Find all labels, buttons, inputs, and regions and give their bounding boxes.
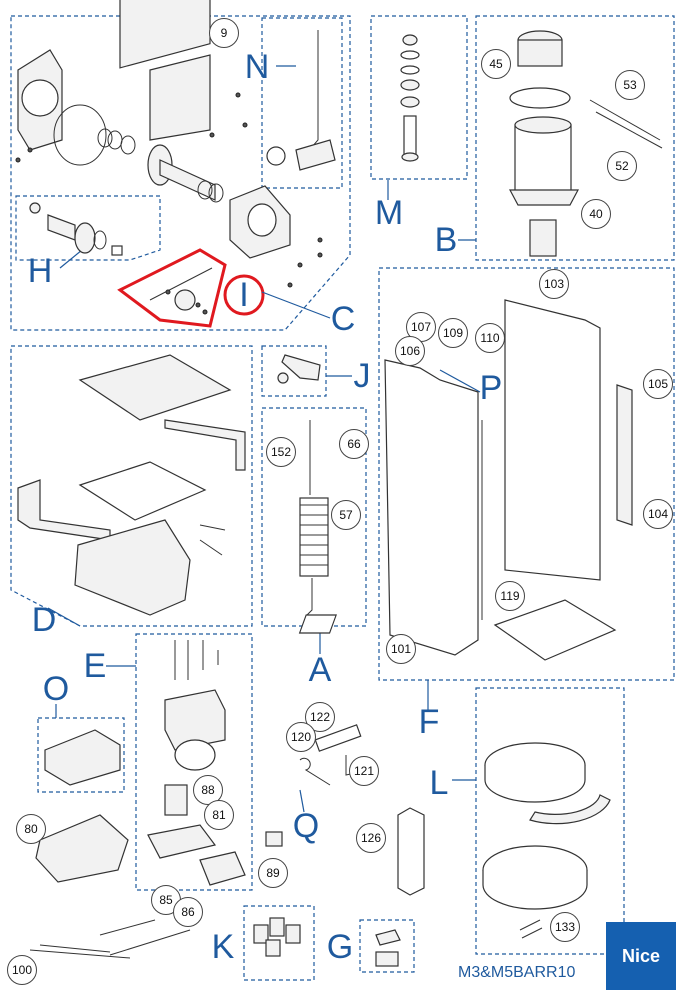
group-label-p: P	[479, 369, 503, 407]
callout-40: 40	[581, 199, 611, 229]
callout-121: 121	[349, 756, 379, 786]
frame-group-l	[475, 687, 625, 955]
group-a-parts	[299, 420, 329, 617]
callout-152: 152	[266, 437, 296, 467]
group-label-j: J	[353, 357, 371, 395]
callout-57: 57	[331, 500, 361, 530]
group-label-i: I	[239, 276, 249, 314]
frame-group-m	[370, 15, 468, 180]
group-l-parts	[482, 742, 611, 939]
callout-101: 101	[386, 634, 416, 664]
group-label-f: F	[418, 703, 440, 741]
group-n-parts	[266, 30, 336, 171]
group-e-parts	[147, 640, 246, 886]
group-k-parts	[253, 917, 301, 957]
group-label-g: G	[326, 928, 354, 966]
leader-c	[261, 291, 331, 319]
group-q-parts	[299, 724, 362, 786]
group-c-parts	[15, 0, 323, 288]
group-g-parts	[375, 929, 401, 967]
callout-100: 100	[7, 955, 37, 985]
callout-105: 105	[643, 369, 673, 399]
group-j-parts	[277, 354, 321, 384]
callout-120: 120	[286, 722, 316, 752]
frame-group-i-highlight	[117, 248, 227, 328]
frame-group-b	[475, 15, 675, 261]
callout-133: 133	[550, 912, 580, 942]
group-i-parts	[149, 267, 213, 315]
group-f-parts	[298, 299, 633, 661]
group-label-a: A	[308, 651, 332, 689]
callout-80: 80	[16, 814, 46, 844]
group-label-q: Q	[292, 807, 320, 845]
frame-group-o	[37, 717, 125, 793]
callout-104: 104	[643, 499, 673, 529]
callout-126: 126	[356, 823, 386, 853]
group-label-k: K	[211, 928, 235, 966]
callout-109: 109	[438, 318, 468, 348]
frame-group-n	[261, 17, 343, 189]
frame-group-k	[243, 905, 315, 981]
callout-53: 53	[615, 70, 645, 100]
callout-66: 66	[339, 429, 369, 459]
leader-q	[299, 789, 305, 813]
leader-p	[439, 369, 481, 393]
group-label-d: D	[31, 601, 57, 639]
frame-group-e	[135, 633, 253, 891]
group-label-m: M	[374, 194, 404, 232]
highlight-circle-i	[223, 274, 265, 316]
callout-89: 89	[258, 858, 288, 888]
callout-86: 86	[173, 897, 203, 927]
group-label-c: C	[330, 300, 356, 338]
group-label-h: H	[27, 252, 53, 290]
group-label-o: O	[42, 670, 70, 708]
leader-h	[59, 249, 83, 269]
brand-logo: Nice	[606, 922, 676, 990]
frame-group-c	[10, 15, 351, 331]
callout-110: 110	[475, 323, 505, 353]
group-d-parts	[17, 354, 246, 616]
frame-group-g	[359, 919, 415, 973]
callout-52: 52	[607, 151, 637, 181]
callout-45: 45	[481, 49, 511, 79]
model-code: M3&M5BARR10	[458, 964, 576, 981]
group-label-n: N	[244, 48, 270, 86]
frame-group-f	[378, 267, 675, 681]
frame-group-j	[261, 345, 327, 397]
group-b-parts	[509, 30, 663, 257]
callout-106: 106	[395, 336, 425, 366]
group-label-e: E	[83, 647, 107, 685]
group-label-l: L	[429, 764, 449, 802]
group-m-parts	[400, 34, 420, 162]
group-o-parts	[44, 729, 121, 786]
callout-119: 119	[495, 581, 525, 611]
part-126-profile	[397, 807, 425, 896]
group-label-b: B	[434, 221, 458, 259]
cable-parts	[29, 919, 191, 959]
callout-9: 9	[209, 18, 239, 48]
group-h-parts	[29, 202, 123, 256]
frame-group-h	[15, 195, 161, 261]
callout-81: 81	[204, 800, 234, 830]
leader-d	[47, 607, 81, 627]
part-89-connector	[265, 831, 283, 847]
callout-103: 103	[539, 269, 569, 299]
part-80-bracket	[35, 814, 129, 883]
